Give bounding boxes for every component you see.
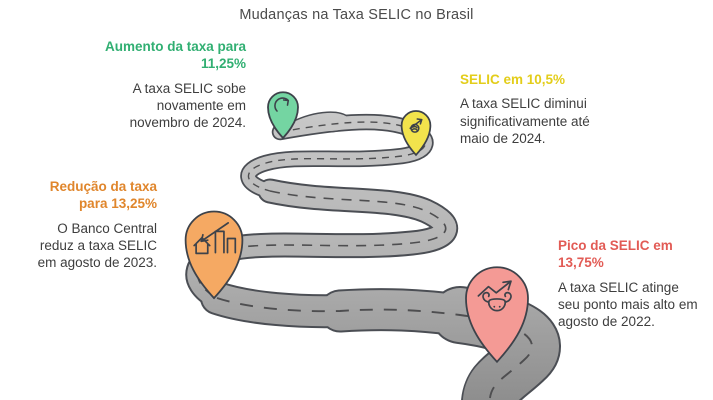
declining-chart-house-icon — [193, 222, 237, 255]
coin-up-arrow-icon — [409, 118, 423, 133]
milestone-reducao-2023: Redução da taxa para 13,25% O Banco Cent… — [23, 178, 157, 271]
milestone-selic-105: SELIC em 10,5% A taxa SELIC diminui sign… — [460, 71, 600, 147]
milestone-pin-reducao — [184, 210, 244, 300]
milestone-heading: Pico da SELIC em 13,75% — [558, 238, 673, 271]
pin-shape — [465, 266, 529, 364]
pin-shape — [400, 110, 432, 157]
milestone-pin-pico — [465, 266, 529, 364]
road — [185, 111, 561, 400]
milestone-pin-selic-105 — [400, 110, 432, 157]
milestone-heading: Redução da taxa para 13,25% — [49, 179, 157, 212]
milestone-aumento-2024: Aumento da taxa para 11,25% A taxa SELIC… — [104, 38, 246, 131]
milestone-pin-aumento — [267, 91, 299, 140]
milestone-description: A taxa SELIC sobe novamente em novembro … — [129, 80, 246, 131]
milestone-pico-2022: Pico da SELIC em 13,75% A taxa SELIC ati… — [558, 237, 700, 330]
pin-shape — [184, 210, 244, 300]
page-title: Mudanças na Taxa SELIC no Brasil — [239, 7, 474, 23]
milestone-description: O Banco Central reduz a taxa SELIC em ag… — [37, 220, 157, 271]
circular-up-arrow-icon — [274, 97, 290, 112]
milestone-heading: SELIC em 10,5% — [460, 72, 566, 87]
milestone-heading: Aumento da taxa para 11,25% — [104, 39, 246, 72]
bull-market-up-arrow-icon — [477, 280, 512, 312]
milestone-description: A taxa SELIC diminui significativamente … — [460, 96, 590, 146]
milestone-description: A taxa SELIC atinge seu ponto mais alto … — [558, 279, 698, 330]
